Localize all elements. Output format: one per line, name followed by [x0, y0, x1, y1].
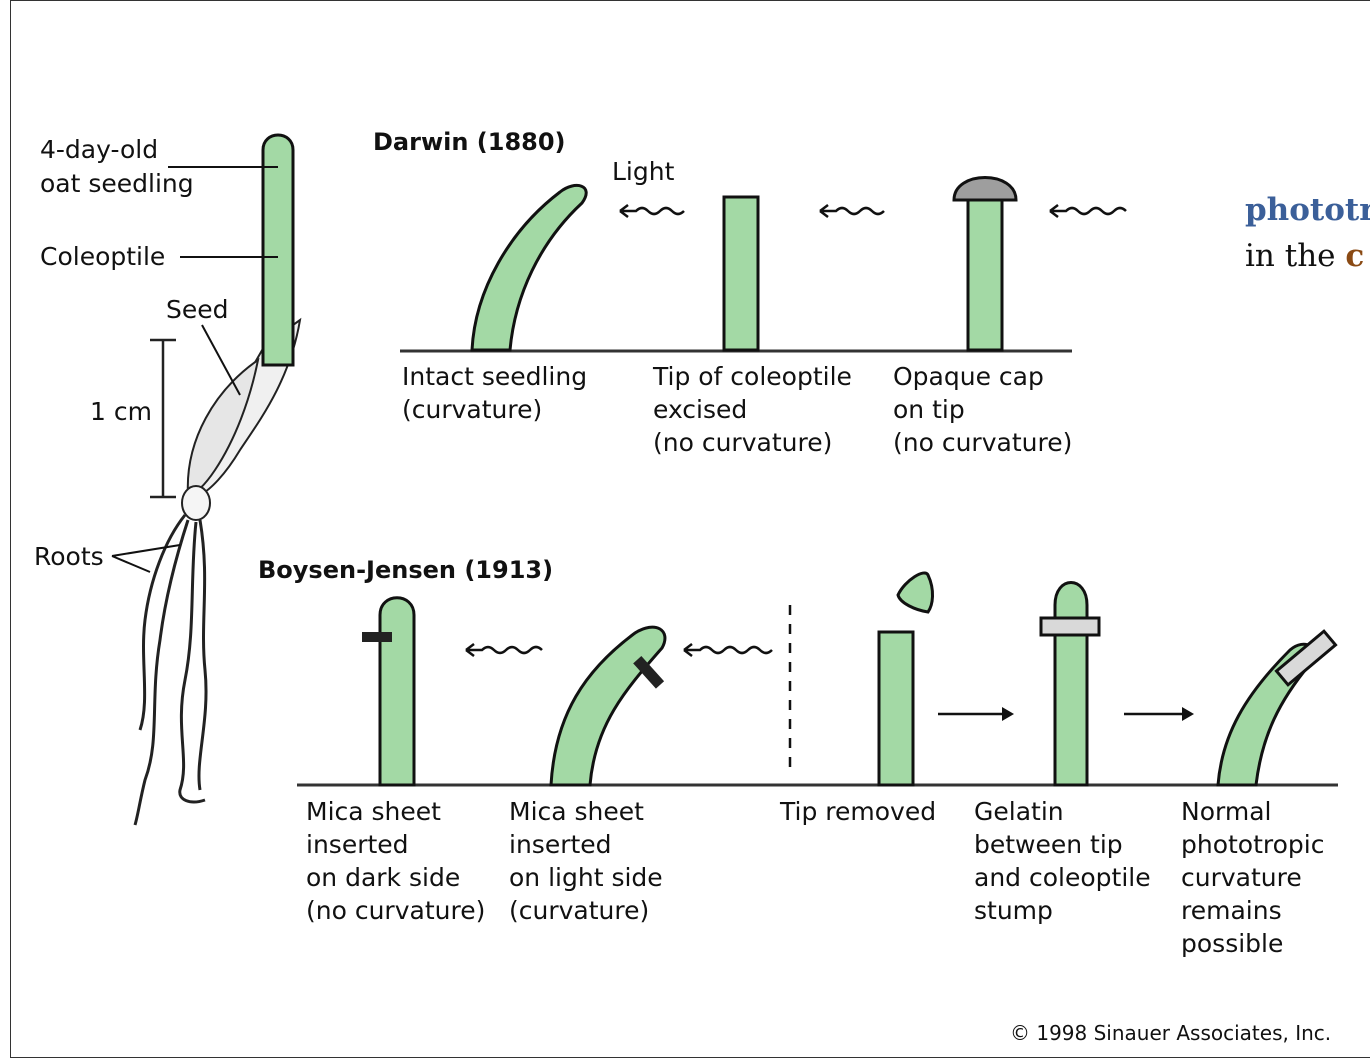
label-roots: Roots	[34, 542, 104, 571]
light-arrow-3	[1050, 205, 1126, 217]
bj-caption-4-line2: between tip	[974, 830, 1123, 859]
light-arrow-4	[466, 644, 542, 656]
darwin-capped-coleoptile	[968, 198, 1002, 350]
bj-caption-1-line2: inserted	[306, 830, 409, 859]
tip-removed-stump	[879, 632, 913, 785]
light-arrow-1	[620, 205, 684, 217]
roots-pointer-1	[112, 556, 150, 572]
darwin-caption-2-line1: Tip of coleoptile	[652, 362, 852, 391]
bj-caption-5-line3: curvature	[1181, 863, 1302, 892]
seed-pointer	[202, 325, 240, 395]
bj-caption-5-line2: phototropic	[1181, 830, 1325, 859]
mica-light-coleoptile	[551, 627, 665, 785]
bj-caption-1-line1: Mica sheet	[306, 797, 441, 826]
light-arrow-2	[820, 205, 884, 217]
bj-caption-2-line1: Mica sheet	[509, 797, 644, 826]
gelatin-block	[1041, 618, 1099, 635]
bj-caption-5-line4: remains	[1181, 896, 1282, 925]
bj-caption-3-line1: Tip removed	[779, 797, 936, 826]
bj-caption-4-line1: Gelatin	[974, 797, 1064, 826]
roots-drawing	[135, 515, 206, 825]
boysen-jensen-experiment: Boysen-Jensen (1913)	[258, 556, 1338, 958]
roots-pointer-2	[112, 545, 180, 556]
darwin-caption-3-line3: (no curvature)	[893, 428, 1072, 457]
opaque-cap	[954, 178, 1016, 201]
removed-tip	[898, 573, 933, 612]
bj-caption-2-line2: inserted	[509, 830, 612, 859]
label-seed: Seed	[166, 295, 229, 324]
bj-caption-5-line5: possible	[1181, 929, 1283, 958]
darwin-caption-2-line3: (no curvature)	[653, 428, 832, 457]
label-seedling-line2: oat seedling	[40, 169, 194, 198]
label-seedling-line1: 4-day-old	[40, 135, 158, 164]
oat-seedling-illustration: 4-day-old oat seedling Coleoptile Seed 1…	[34, 135, 300, 825]
scale-bar	[150, 340, 176, 497]
light-label: Light	[612, 157, 675, 186]
darwin-caption-1-line1: Intact seedling	[402, 362, 587, 391]
mica-sheet-dark	[362, 632, 392, 642]
bj-caption-2-line3: on light side	[509, 863, 663, 892]
slide-side-text: phototr in the c	[1245, 192, 1370, 274]
darwin-experiment: Darwin (1880) Light Intact seedling (cur	[373, 128, 1126, 457]
coleoptile-drawing	[263, 135, 293, 365]
side-text-line2: in the c	[1245, 238, 1364, 274]
bj-caption-1-line4: (no curvature)	[306, 896, 485, 925]
darwin-caption-2-line2: excised	[653, 395, 747, 424]
bj-caption-5-line1: Normal	[1181, 797, 1271, 826]
darwin-caption-1-line2: (curvature)	[402, 395, 542, 424]
bj-caption-2-line4: (curvature)	[509, 896, 649, 925]
side-text-line1: phototr	[1245, 192, 1370, 228]
step-arrow-2	[1124, 707, 1194, 721]
darwin-caption-3-line1: Opaque cap	[893, 362, 1044, 391]
gelatin-coleoptile	[1055, 583, 1087, 786]
light-arrow-5	[684, 644, 772, 656]
darwin-intact-seedling	[472, 185, 586, 350]
label-coleoptile: Coleoptile	[40, 242, 165, 271]
darwin-caption-3-line2: on tip	[893, 395, 965, 424]
step-arrow-1	[938, 707, 1014, 721]
copyright-notice: © 1998 Sinauer Associates, Inc.	[1010, 1021, 1331, 1045]
side-text-line2-prefix: in the	[1245, 238, 1345, 274]
boysen-jensen-title: Boysen-Jensen (1913)	[258, 556, 553, 584]
darwin-title: Darwin (1880)	[373, 128, 566, 156]
side-text-line2-bold: c	[1345, 238, 1364, 274]
bj-caption-4-line3: and coleoptile	[974, 863, 1151, 892]
label-scale: 1 cm	[90, 397, 152, 426]
mica-dark-coleoptile	[380, 598, 414, 785]
darwin-excised-coleoptile	[724, 197, 758, 350]
bj-caption-4-line4: stump	[974, 896, 1053, 925]
bj-caption-1-line3: on dark side	[306, 863, 460, 892]
